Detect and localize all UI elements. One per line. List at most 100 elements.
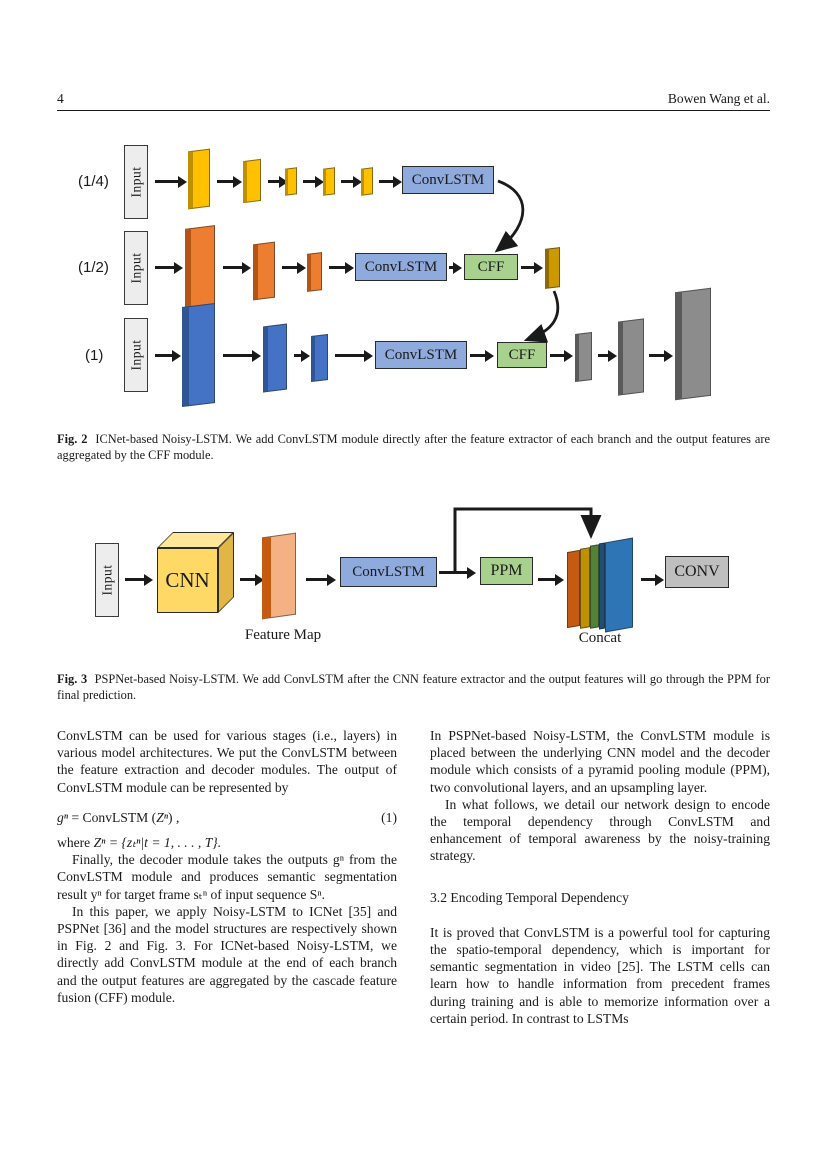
convlstm-label: ConvLSTM	[411, 171, 485, 188]
flow-arrow-icon	[521, 261, 543, 274]
output-slab-gray-medium	[618, 318, 644, 396]
flow-arrow-icon	[335, 349, 373, 362]
feature-slab-yellow-medium	[243, 158, 261, 204]
flow-arrow-icon	[223, 349, 261, 362]
where-clause: where Zⁿ = {zₜⁿ|t = 1, . . . , T}.	[57, 834, 397, 851]
concat-label: Concat	[578, 630, 622, 646]
cff-box-row3: CFF	[497, 342, 547, 368]
equation-mid: = ConvLSTM (	[68, 809, 157, 825]
equation-close: ) ,	[168, 809, 180, 825]
input-box-row1: Input	[124, 145, 148, 219]
cff-label: CFF	[477, 258, 505, 275]
feature-slab-blue-medium	[263, 323, 287, 393]
paragraph: ConvLSTM can be used for various stages …	[57, 728, 397, 795]
input-box-row3: Input	[124, 318, 148, 392]
convlstm-label: ConvLSTM	[352, 563, 425, 580]
flow-arrow-icon	[649, 349, 673, 362]
equation-number: (1)	[381, 809, 397, 825]
cnn-label: CNN	[165, 568, 210, 592]
flow-arrow-icon	[329, 261, 354, 274]
flow-arrow-icon	[550, 349, 573, 362]
input-label: Input	[128, 166, 143, 198]
convlstm-box-row3: ConvLSTM	[375, 341, 467, 369]
right-column: In PSPNet-based Noisy-LSTM, the ConvLSTM…	[430, 727, 770, 1027]
flow-arrow-icon	[217, 175, 242, 188]
paragraph: In this paper, we apply Noisy-LSTM to IC…	[57, 903, 397, 1005]
flow-arrow-icon	[294, 349, 310, 362]
flow-arrow-icon	[240, 573, 264, 586]
feature-slab-gold-small	[545, 247, 560, 289]
flow-arrow-icon	[303, 175, 324, 188]
flow-arrow-icon	[641, 573, 664, 586]
concat-layer-orange	[567, 549, 580, 629]
feature-map-slab	[262, 532, 296, 620]
paragraph: In PSPNet-based Noisy-LSTM, the ConvLSTM…	[430, 728, 770, 795]
flow-arrow-icon	[282, 261, 306, 274]
equation-1: gⁿ = ConvLSTM (Zⁿ) , (1)	[57, 809, 397, 826]
cnn-cube-side	[218, 532, 234, 613]
scale-label-full: (1)	[85, 347, 104, 364]
input-box: Input	[95, 543, 119, 617]
feature-slab-yellow-small	[361, 167, 373, 196]
cff-label: CFF	[508, 346, 536, 363]
ppm-label: PPM	[490, 562, 523, 579]
page-number: 4	[57, 91, 64, 106]
flow-arrow-icon	[598, 349, 617, 362]
concat-layer-blue	[605, 537, 633, 633]
conv-label: CONV	[674, 563, 720, 580]
flow-arrow-icon	[449, 261, 462, 274]
feature-slab-yellow-small	[323, 167, 335, 196]
figure-2-caption: Fig. 2 ICNet-based Noisy-LSTM. We add Co…	[57, 431, 770, 463]
paragraph: In what follows, we detail our network d…	[430, 796, 770, 864]
where-math: Zⁿ = {zₜⁿ|t = 1, . . . , T}.	[93, 835, 222, 851]
convlstm-box-row1: ConvLSTM	[402, 166, 494, 194]
flow-arrow-icon	[439, 566, 476, 579]
input-label: Input	[128, 339, 143, 371]
convlstm-box-row2: ConvLSTM	[355, 253, 447, 281]
figure-3-pspnet-diagram: Input CNN Feature Map ConvLSTM PPM Conca…	[57, 497, 770, 659]
figure-3-caption-text: PSPNet-based Noisy-LSTM. We add ConvLSTM…	[57, 672, 770, 702]
where-prefix: where	[57, 835, 94, 851]
feature-slab-orange-small	[307, 252, 322, 292]
feature-slab-blue-large	[182, 302, 215, 408]
concat-layer-olive	[580, 547, 590, 629]
flow-arrow-icon	[379, 175, 402, 188]
flow-arrow-icon	[155, 261, 183, 274]
cnn-block: CNN	[157, 548, 218, 613]
convlstm-box: ConvLSTM	[340, 557, 437, 587]
paragraph: It is proved that ConvLSTM is a powerful…	[430, 924, 770, 1026]
left-column: ConvLSTM can be used for various stages …	[57, 727, 397, 1006]
feature-slab-yellow-small	[285, 167, 297, 196]
output-slab-gray-small	[575, 331, 592, 383]
input-label: Input	[99, 564, 114, 596]
feature-map-label: Feature Map	[244, 627, 322, 643]
feature-slab-orange-large	[185, 225, 215, 313]
figure-2-caption-tag: Fig. 2	[57, 432, 88, 446]
flow-arrow-icon	[470, 349, 494, 362]
flow-arrow-icon	[155, 175, 187, 188]
input-box-row2: Input	[124, 231, 148, 305]
equation-arg: Zⁿ	[156, 809, 169, 825]
flow-arrow-icon	[223, 261, 251, 274]
cff-box-row2: CFF	[464, 254, 518, 280]
scale-label-half: (1/2)	[78, 259, 109, 276]
figure-3-caption-tag: Fig. 3	[57, 672, 88, 686]
feature-slab-blue-small	[311, 333, 328, 383]
header-rule	[57, 110, 770, 111]
figure-2-caption-text: ICNet-based Noisy-LSTM. We add ConvLSTM …	[57, 432, 770, 462]
running-title: Bowen Wang et al.	[667, 91, 770, 106]
output-slab-gray-large	[675, 287, 711, 401]
ppm-box: PPM	[480, 557, 533, 585]
convlstm-label: ConvLSTM	[384, 346, 458, 363]
flow-arrow-icon	[538, 573, 564, 586]
flow-arrow-icon	[268, 175, 288, 188]
flow-arrow-icon	[306, 573, 336, 586]
section-heading: 3.2 Encoding Temporal Dependency	[430, 889, 629, 905]
input-label: Input	[128, 252, 143, 284]
concat-layer-green	[590, 544, 599, 629]
equation-lhs: gⁿ	[57, 809, 69, 825]
equation-body: gⁿ = ConvLSTM (Zⁿ) ,	[57, 809, 179, 826]
flow-arrow-icon	[341, 175, 362, 188]
figure-3-caption: Fig. 3 PSPNet-based Noisy-LSTM. We add C…	[57, 671, 770, 703]
